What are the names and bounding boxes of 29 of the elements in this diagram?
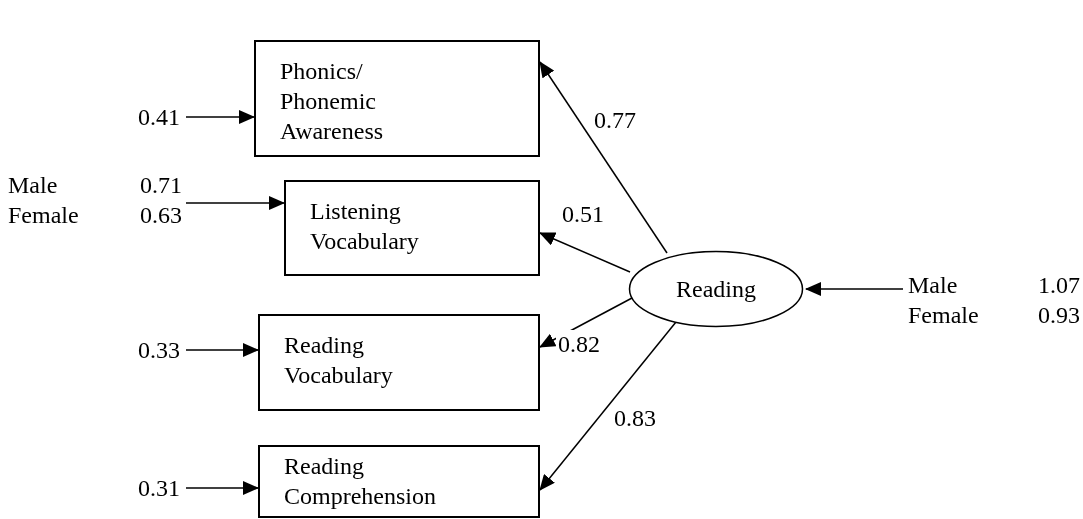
- latent-name: Reading: [676, 275, 756, 304]
- variable-box: [258, 314, 540, 411]
- group-label: Male: [908, 271, 959, 300]
- latent-ellipse: [628, 250, 804, 328]
- error-variance: 0.33: [138, 336, 180, 365]
- arrow: [539, 321, 677, 491]
- group-label: Male: [8, 171, 59, 200]
- variable-name: Listening Vocabulary: [310, 197, 420, 256]
- error-variance: 1.07: [1037, 271, 1080, 300]
- variable-name: Reading Vocabulary: [284, 331, 394, 390]
- error-variance: 0.41: [138, 103, 180, 132]
- arrow: [185, 343, 259, 357]
- arrow: [185, 110, 255, 124]
- variable-box: [258, 445, 540, 518]
- arrow: [539, 232, 631, 273]
- variable-box: [254, 40, 540, 157]
- variable-box: [284, 180, 540, 276]
- group-label: Female: [8, 201, 80, 230]
- variable-name: Phonics/ Phonemic Awareness: [280, 57, 385, 146]
- group-label: Female: [908, 301, 980, 330]
- error-variance: 0.31: [138, 474, 180, 503]
- error-variance: 0.93: [1037, 301, 1080, 330]
- arrow: [185, 481, 259, 495]
- variable-name: Reading Comprehension: [284, 452, 437, 511]
- error-variance: 0.71: [139, 171, 182, 200]
- arrow: [185, 196, 285, 210]
- error-variance: 0.63: [139, 201, 182, 230]
- arrow: [539, 61, 668, 254]
- arrow: [805, 282, 904, 296]
